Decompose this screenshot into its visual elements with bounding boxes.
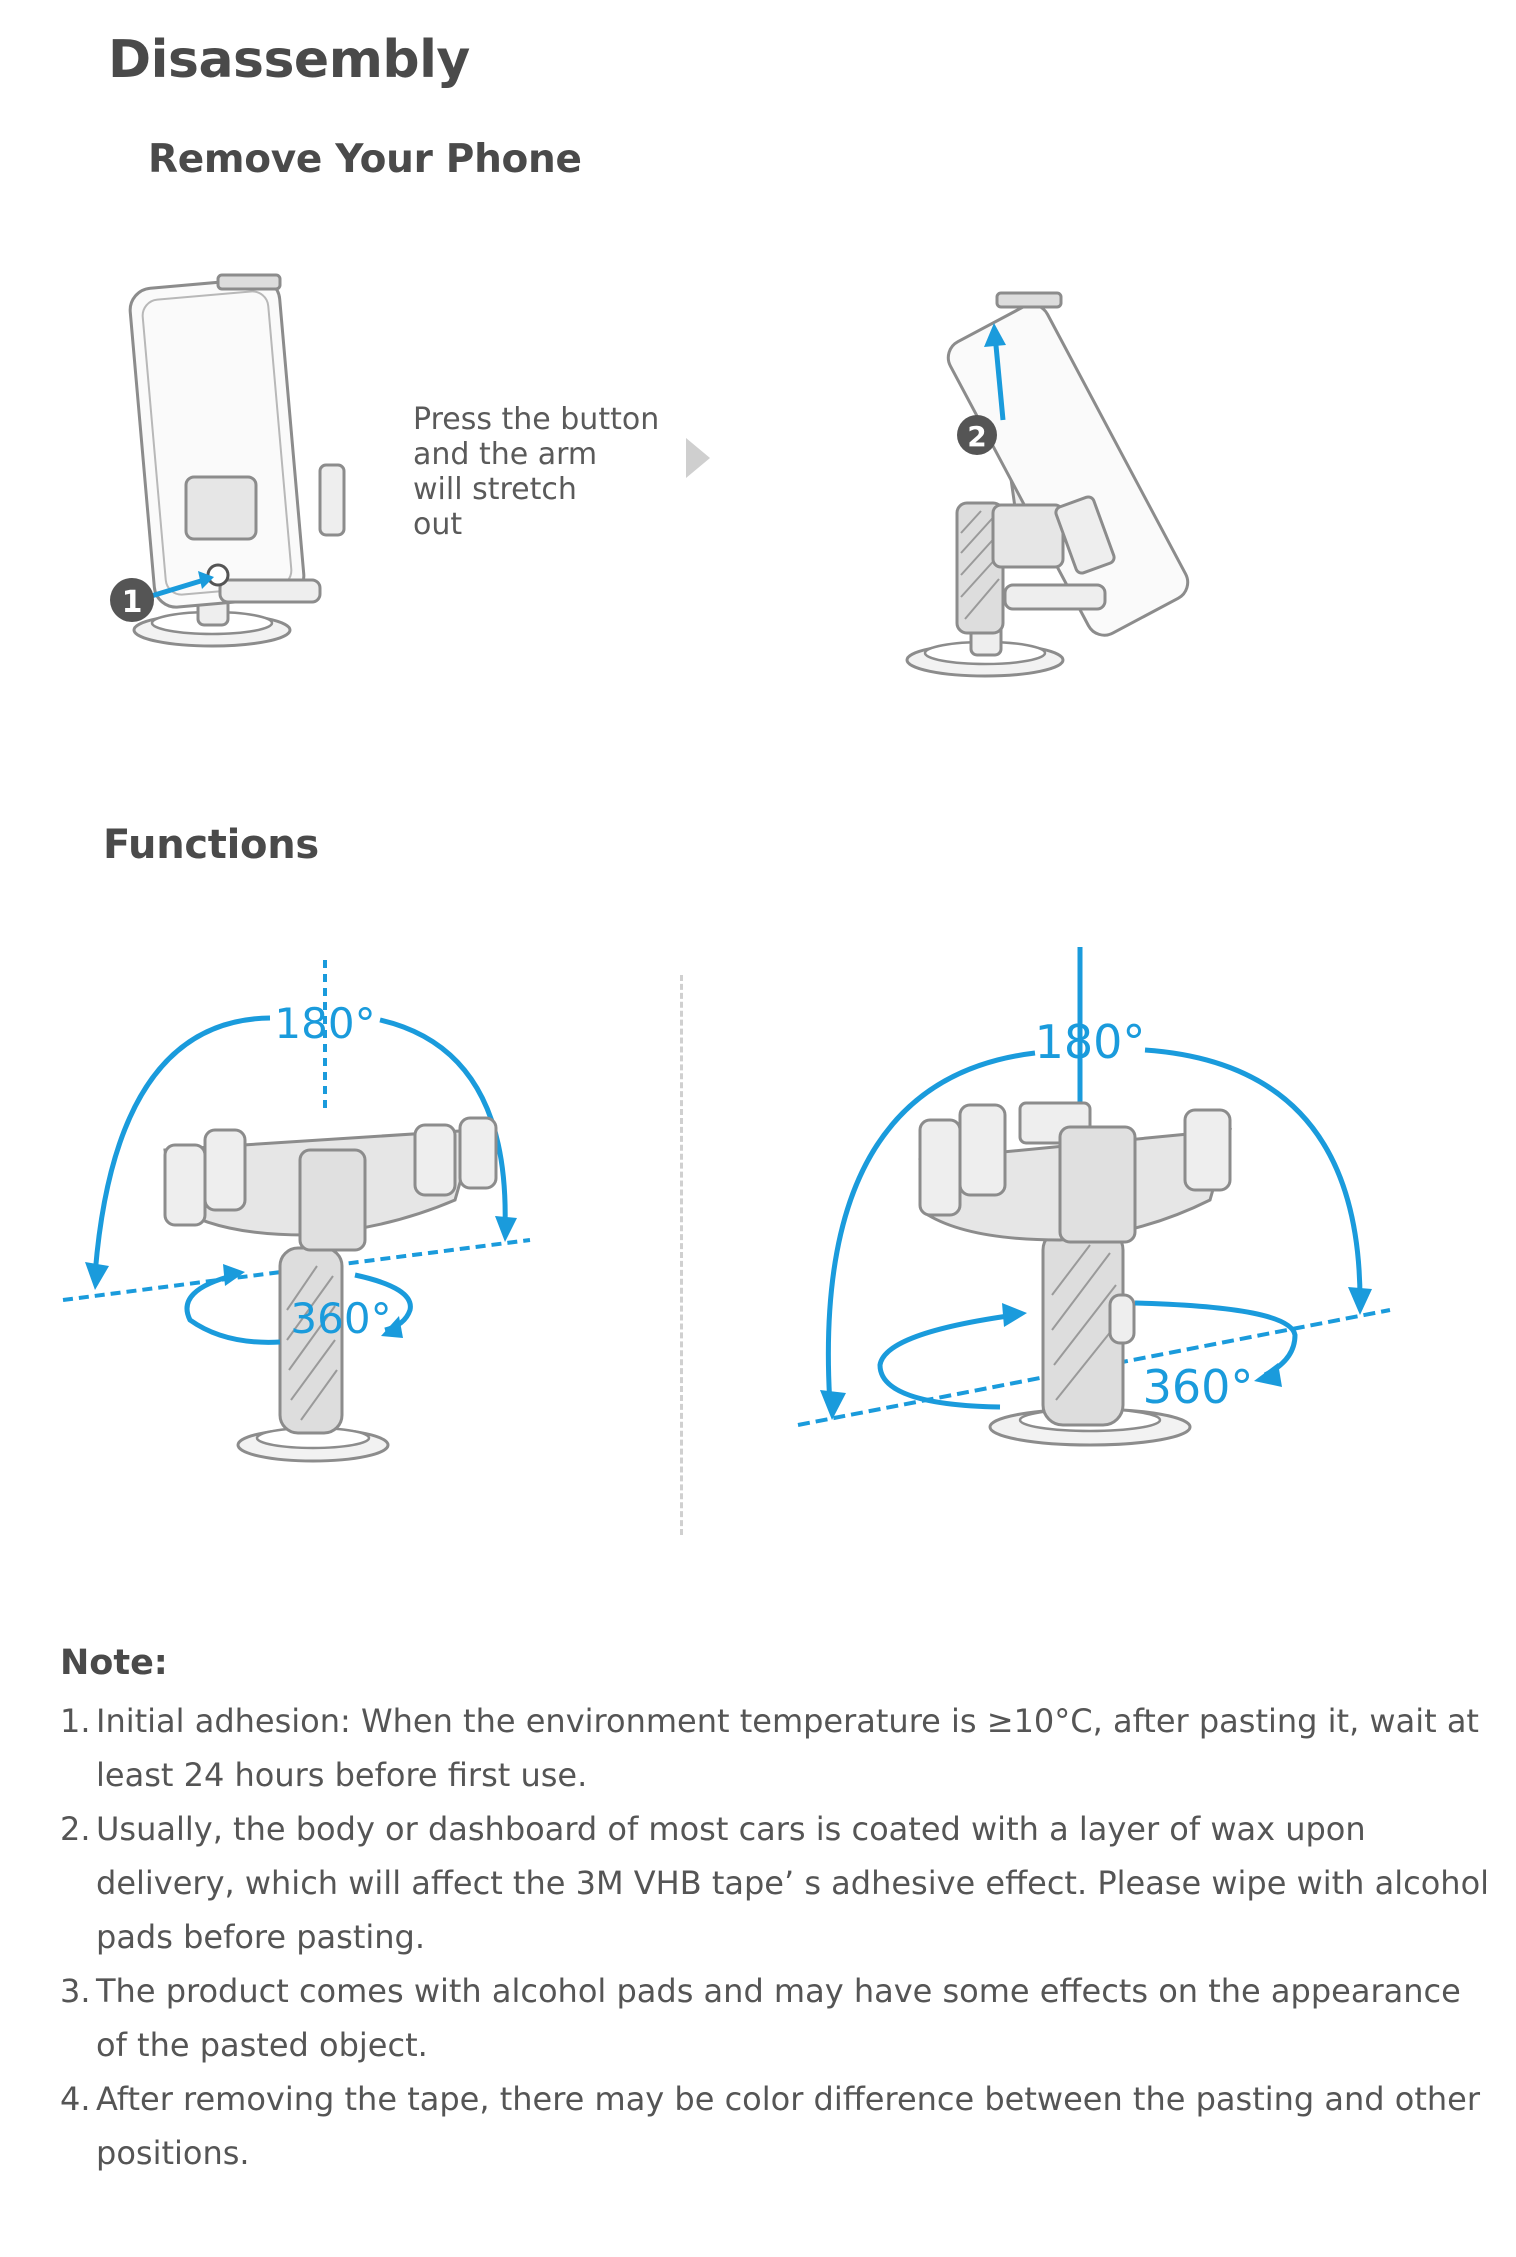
rotate-angle-label: 360°	[1143, 1360, 1254, 1414]
note-number: 1.	[60, 1702, 91, 1740]
step-1-number: 1	[122, 585, 143, 620]
step-2-badge	[957, 415, 997, 455]
diagram-divider	[680, 975, 683, 1535]
phone-holder-illustration-step2: 2	[905, 291, 1190, 678]
caption-line: out	[413, 507, 463, 542]
note-item: 2. Usually, the body or dashboard of mos…	[60, 1802, 1490, 1964]
tilt-angle-label: 180°	[274, 999, 375, 1048]
instruction-caption: Press the button and the arm will stretc…	[413, 402, 673, 542]
note-item: 4. After removing the tape, there may be…	[60, 2072, 1490, 2180]
note-number: 3.	[60, 1972, 91, 2010]
section-title-functions: Functions	[103, 822, 319, 868]
note-number: 2.	[60, 1810, 91, 1848]
note-item: 1. Initial adhesion: When the environmen…	[60, 1694, 1490, 1802]
caption-line: and the arm	[413, 437, 598, 472]
note-text: Initial adhesion: When the environment t…	[96, 1702, 1479, 1794]
note-text: Usually, the body or dashboard of most c…	[96, 1810, 1490, 1956]
phone-holder-illustration-step1: 1	[110, 273, 346, 648]
subsection-title-remove-phone: Remove Your Phone	[148, 137, 582, 182]
rotate-angle-label: 360°	[290, 1294, 391, 1343]
step-1-badge	[110, 578, 154, 622]
note-number: 4.	[60, 2080, 91, 2118]
caption-line: Press the button	[413, 402, 660, 437]
tilt-angle-label: 180°	[1035, 1015, 1146, 1069]
rotation-diagram-left: 180° 360°	[62, 960, 531, 1463]
step-2-number: 2	[967, 420, 986, 453]
next-step-arrow-icon	[686, 438, 710, 478]
caption-line: will stretch	[413, 472, 577, 507]
section-title-disassembly: Disassembly	[108, 30, 470, 90]
rotation-diagram-right: 180° 360°	[797, 947, 1391, 1447]
note-list: 1. Initial adhesion: When the environmen…	[60, 1694, 1490, 2180]
note-item: 3. The product comes with alcohol pads a…	[60, 1964, 1490, 2072]
note-text: The product comes with alcohol pads and …	[96, 1972, 1461, 2064]
note-title: Note:	[60, 1643, 168, 1683]
note-text: After removing the tape, there may be co…	[96, 2080, 1481, 2172]
